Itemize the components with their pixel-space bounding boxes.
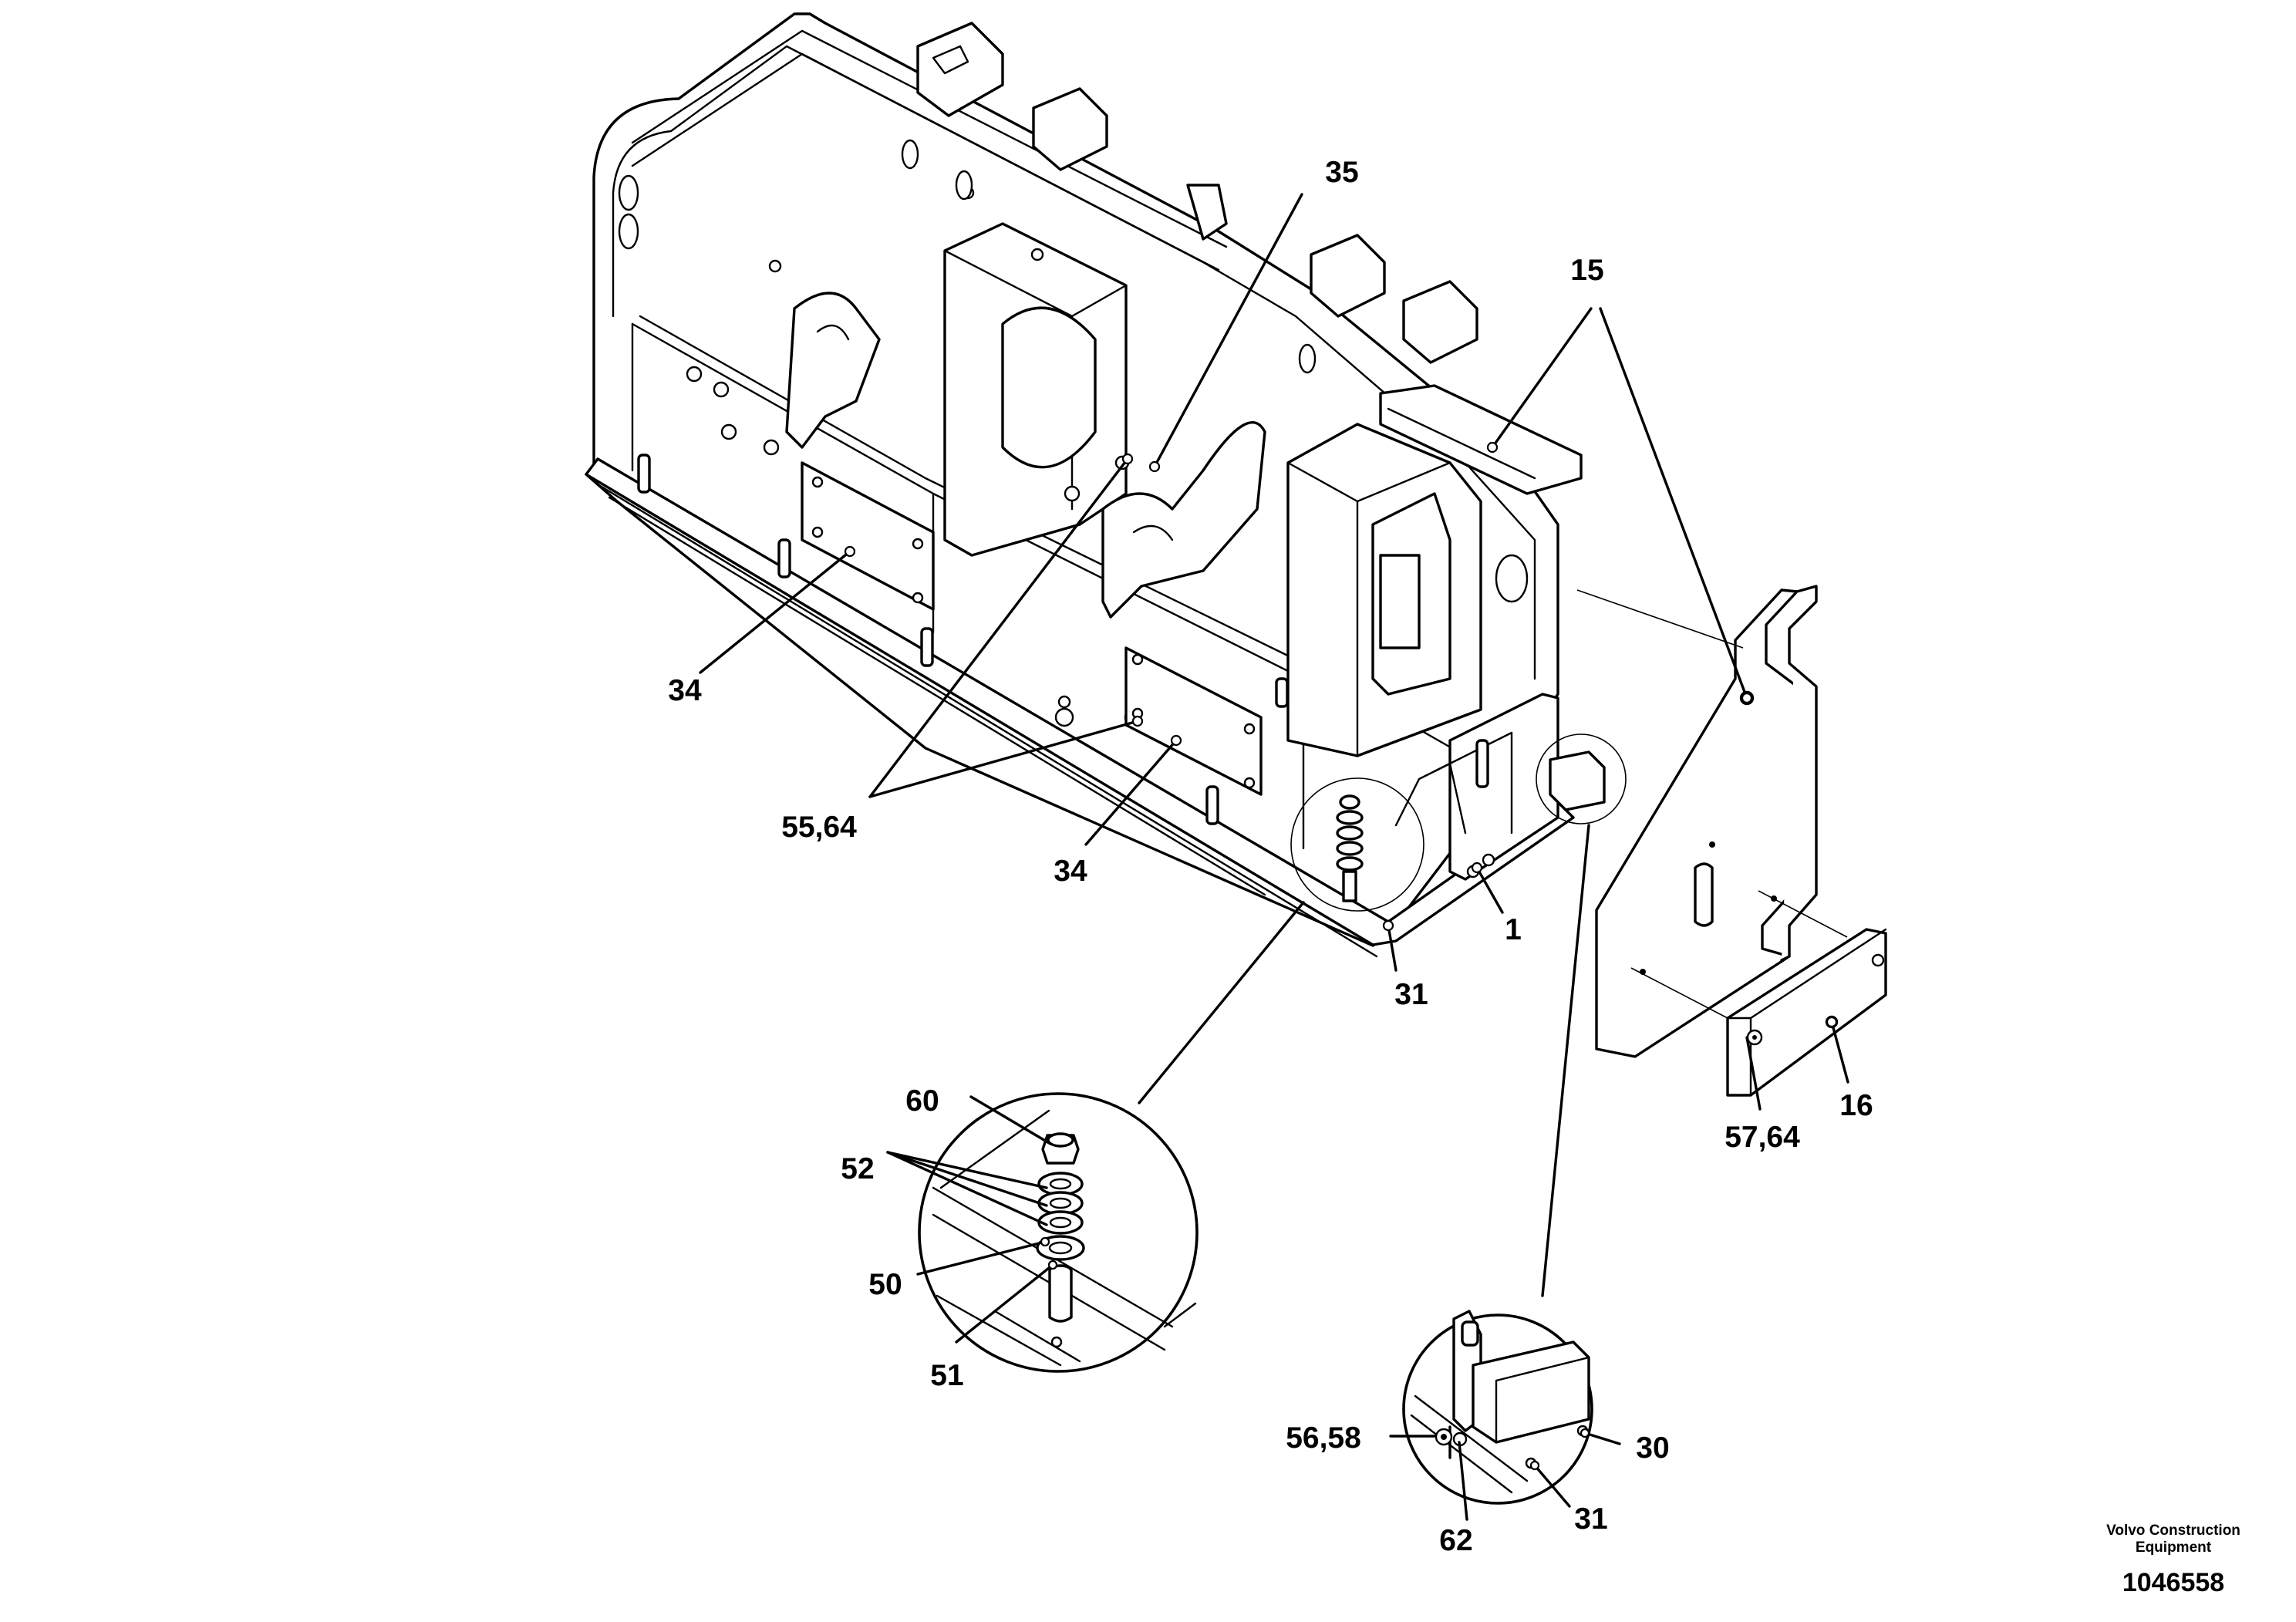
cover-plate-center [1124, 646, 1263, 796]
detail-view-bracket [1402, 1310, 1593, 1505]
leader-lines [699, 193, 1849, 1521]
washer-stack-small [1336, 794, 1364, 902]
callout-16: 16 [1839, 1089, 1873, 1122]
callout-55-64: 55,64 [781, 811, 857, 844]
cover-plate-left [801, 461, 935, 611]
callout-34-center: 34 [1054, 855, 1087, 888]
callout-31-detail: 31 [1574, 1502, 1607, 1536]
callout-56-58: 56,58 [1286, 1421, 1361, 1455]
side-plate-15 [1595, 585, 1818, 1058]
cover-plate-16 [1726, 928, 1887, 1097]
callout-62: 62 [1439, 1524, 1472, 1557]
callout-labels: 35 15 34 55,64 34 1 31 16 57,64 60 52 50… [668, 156, 1873, 1557]
manufacturer-name: Volvo Construction [2106, 1523, 2240, 1539]
callout-57-64: 57,64 [1725, 1121, 1800, 1154]
callout-1: 1 [1505, 913, 1522, 946]
callout-52: 52 [841, 1152, 874, 1185]
callout-31-main: 31 [1394, 978, 1428, 1011]
callout-35: 35 [1325, 156, 1358, 189]
callout-30: 30 [1636, 1431, 1669, 1465]
callout-15: 15 [1570, 254, 1603, 287]
callout-50: 50 [868, 1268, 902, 1301]
document-number: 1046558 [2122, 1568, 2224, 1597]
detail-view-bolt-stack [918, 1092, 1199, 1373]
callout-34-left: 34 [668, 674, 702, 707]
main-frame-assembly [585, 12, 1627, 958]
footer-block: Volvo Construction Equipment 1046558 [2106, 1523, 2240, 1597]
manufacturer-name-line2: Equipment [2136, 1539, 2212, 1556]
callout-60: 60 [905, 1084, 939, 1118]
callout-51: 51 [930, 1359, 963, 1392]
